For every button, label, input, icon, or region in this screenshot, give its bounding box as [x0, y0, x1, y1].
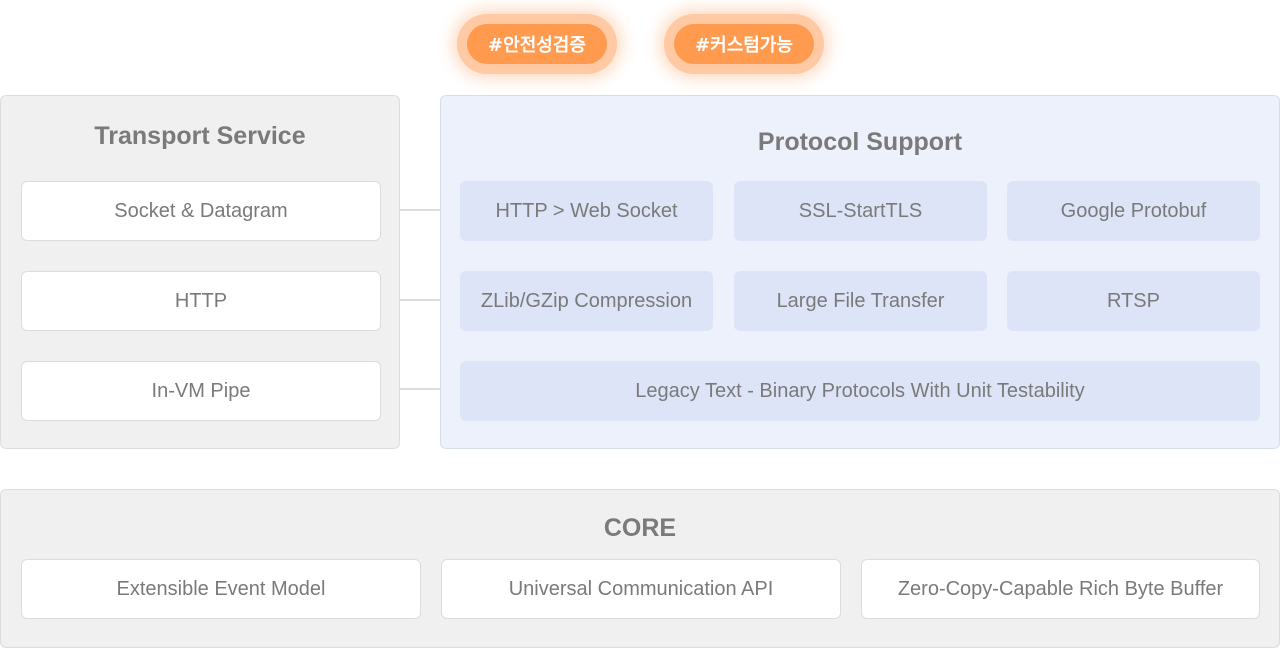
protocol-item-ssl-starttls: SSL-StartTLS	[734, 181, 987, 241]
core-title: CORE	[603, 514, 677, 542]
protocol-support-title: Protocol Support	[757, 128, 963, 156]
core-item-event-model: Extensible Event Model	[21, 559, 421, 619]
transport-service-panel: Transport Service Socket & Datagram HTTP…	[0, 95, 400, 449]
tag-label: #안전성검증	[467, 24, 607, 64]
transport-service-title: Transport Service	[94, 122, 306, 150]
tag-label: #커스텀가능	[674, 24, 814, 64]
protocol-item-large-file-transfer: Large File Transfer	[734, 271, 987, 331]
connector-line	[400, 209, 440, 211]
connector-line	[400, 388, 440, 390]
transport-item-in-vm-pipe: In-VM Pipe	[21, 361, 381, 421]
connector-line	[400, 299, 440, 301]
protocol-item-legacy-protocols: Legacy Text - Binary Protocols With Unit…	[460, 361, 1260, 421]
protocol-support-panel: Protocol Support HTTP > Web Socket SSL-S…	[440, 95, 1280, 449]
transport-item-http: HTTP	[21, 271, 381, 331]
core-item-byte-buffer: Zero-Copy-Capable Rich Byte Buffer	[861, 559, 1260, 619]
protocol-item-http-websocket: HTTP > Web Socket	[460, 181, 713, 241]
protocol-item-zlib-gzip: ZLib/GZip Compression	[460, 271, 713, 331]
core-item-communication-api: Universal Communication API	[441, 559, 841, 619]
core-panel: CORE Extensible Event Model Universal Co…	[0, 489, 1280, 648]
tag-safety-verified: #안전성검증	[457, 14, 617, 74]
protocol-item-rtsp: RTSP	[1007, 271, 1260, 331]
protocol-item-google-protobuf: Google Protobuf	[1007, 181, 1260, 241]
transport-item-socket-datagram: Socket & Datagram	[21, 181, 381, 241]
tag-customizable: #커스텀가능	[664, 14, 824, 74]
